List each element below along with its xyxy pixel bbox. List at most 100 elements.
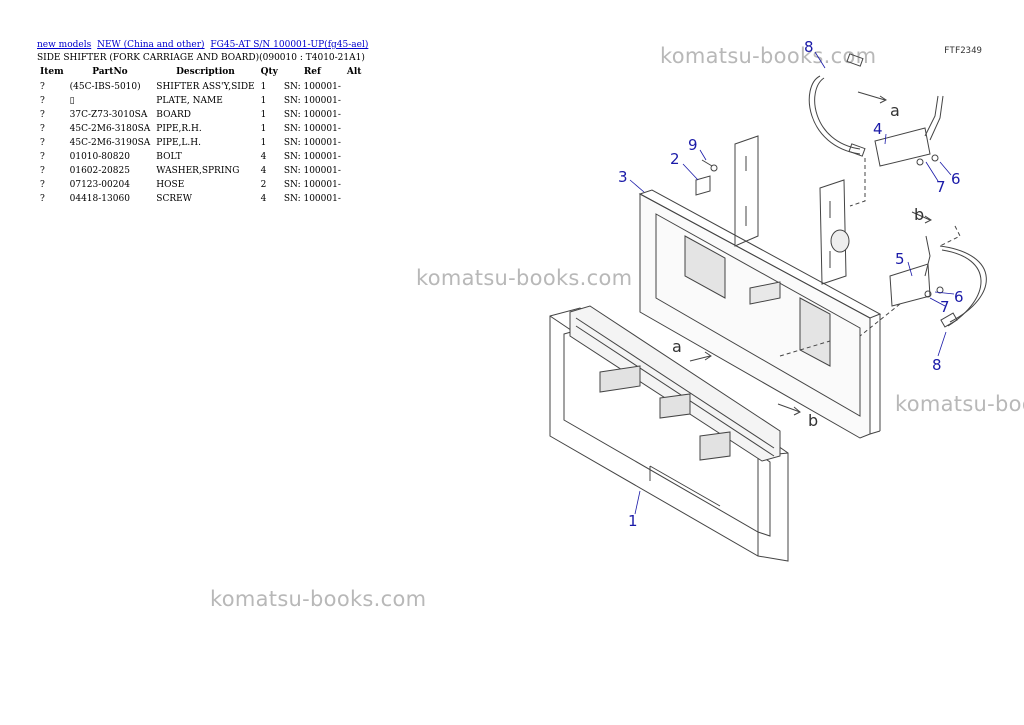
cell-partno: 45C-2M6-3190SA <box>69 138 151 148</box>
callout-9: 9 <box>688 136 698 154</box>
cell-qty: 1 <box>260 110 267 120</box>
cell-alt <box>344 108 365 122</box>
cell-qty: 1 <box>260 96 267 106</box>
cell-alt <box>344 136 365 150</box>
cell-description: SCREW <box>156 194 192 204</box>
cell-ref: SN: 100001- <box>283 96 341 106</box>
cell-item: ? <box>40 110 45 120</box>
cell-description: HOSE <box>156 180 185 190</box>
cell-partno: ▯ <box>69 96 75 106</box>
cell-qty: 4 <box>260 194 267 204</box>
callout-4: 4 <box>873 120 883 138</box>
cell-partno: 07123-00204 <box>69 180 130 190</box>
figure-code: FTF2349 <box>944 46 982 56</box>
lower-hose-assembly-drawing <box>889 235 987 328</box>
cell-description: WASHER,SPRING <box>156 166 240 176</box>
cell-alt <box>344 80 365 94</box>
cell-alt <box>344 150 365 164</box>
cell-ref: SN: 100001- <box>283 124 341 134</box>
column-header-partno: PartNo <box>92 67 128 77</box>
cell-item: ? <box>40 152 45 162</box>
watermark: komatsu-books.com <box>895 392 1024 416</box>
table-row: ? 01602-20825 WASHER,SPRING 4 SN: 100001- <box>37 164 364 178</box>
watermark: komatsu-books.com <box>660 44 877 68</box>
cell-qty: 1 <box>260 82 267 92</box>
cell-item: ? <box>40 180 45 190</box>
callout-8-top: 8 <box>804 38 814 56</box>
table-row: ? 37C-Z73-3010SA BOARD 1 SN: 100001- <box>37 108 364 122</box>
cell-alt <box>344 192 365 206</box>
direction-arrows <box>689 91 932 416</box>
cell-partno: 01010-80820 <box>69 152 130 162</box>
callout-7-bottom: 7 <box>940 298 950 316</box>
cell-item: ? <box>40 138 45 148</box>
breadcrumb-link-new-models[interactable]: new models <box>37 40 92 50</box>
connection-letter-b-bottom: b <box>808 411 818 430</box>
breadcrumb-link-model[interactable]: FG45-AT S/N 100001-UP(fg45-ael) <box>210 40 369 50</box>
cell-ref: SN: 100001- <box>283 82 341 92</box>
cell-qty: 2 <box>260 180 267 190</box>
cell-qty: 4 <box>260 166 267 176</box>
parts-table: Item PartNo Description Qty Ref Alt ? (45… <box>37 66 364 206</box>
table-row: ? ▯ PLATE, NAME 1 SN: 100001- <box>37 94 364 108</box>
connection-letter-a-top: a <box>890 101 900 120</box>
column-header-alt: Alt <box>346 67 362 77</box>
assembly-guide-lines <box>779 158 961 357</box>
callout-5: 5 <box>895 250 905 268</box>
cell-partno: 37C-Z73-3010SA <box>69 110 148 120</box>
callout-3: 3 <box>618 168 628 186</box>
cell-ref: SN: 100001- <box>283 194 341 204</box>
carriage-plates-drawing <box>734 135 850 285</box>
table-row: ? 01010-80820 BOLT 4 SN: 100001- <box>37 150 364 164</box>
upper-hose-assembly-drawing <box>808 53 944 167</box>
cell-ref: SN: 100001- <box>283 152 341 162</box>
cell-item: ? <box>40 166 45 176</box>
watermark: komatsu-books.com <box>416 266 633 290</box>
cell-ref: SN: 100001- <box>283 166 341 176</box>
column-header-item: Item <box>40 67 64 77</box>
cell-qty: 1 <box>260 124 267 134</box>
callout-1: 1 <box>628 512 638 530</box>
cell-alt <box>344 122 365 136</box>
cell-description: BOLT <box>156 152 182 162</box>
cell-partno: 04418-13060 <box>69 194 130 204</box>
callout-labels: 8 4 9 2 3 7 6 5 6 7 8 1 a b a b FTF2349 <box>618 38 982 530</box>
callout-6-top: 6 <box>951 170 961 188</box>
column-header-qty: Qty <box>260 67 278 77</box>
cell-item: ? <box>40 96 45 106</box>
cell-ref: SN: 100001- <box>283 110 341 120</box>
cell-qty: 4 <box>260 152 267 162</box>
breadcrumb: new models NEW (China and other) FG45-AT… <box>37 40 371 50</box>
cell-partno: 45C-2M6-3180SA <box>69 124 151 134</box>
cell-partno: 01602-20825 <box>69 166 130 176</box>
cell-alt <box>344 178 365 192</box>
small-parts-drawing <box>695 159 718 196</box>
cell-ref: SN: 100001- <box>283 180 341 190</box>
fork-carriage-drawing <box>549 305 789 562</box>
cell-partno: (45C-IBS-5010) <box>69 82 141 92</box>
cell-alt <box>344 94 365 108</box>
connection-letter-b-top: b <box>914 205 924 224</box>
exploded-parts-diagram: 8 4 9 2 3 7 6 5 6 7 8 1 a b a b FTF2349 <box>549 38 987 562</box>
callout-leaders <box>629 51 955 515</box>
cell-alt <box>344 164 365 178</box>
callout-6-bottom: 6 <box>954 288 964 306</box>
breadcrumb-link-region[interactable]: NEW (China and other) <box>97 40 205 50</box>
cell-description: PLATE, NAME <box>156 96 223 106</box>
callout-8-bottom: 8 <box>932 356 942 374</box>
board-drawing <box>638 189 882 439</box>
page-title: SIDE SHIFTER (FORK CARRIAGE AND BOARD)(0… <box>37 53 365 63</box>
cell-description: BOARD <box>156 110 191 120</box>
cell-description: SHIFTER ASS'Y,SIDE <box>156 82 255 92</box>
cell-item: ? <box>40 194 45 204</box>
watermark: komatsu-books.com <box>210 587 427 611</box>
table-row: ? 04418-13060 SCREW 4 SN: 100001- <box>37 192 364 206</box>
callout-7-top: 7 <box>936 178 946 196</box>
table-row: ? 07123-00204 HOSE 2 SN: 100001- <box>37 178 364 192</box>
cell-description: PIPE,R.H. <box>156 124 202 134</box>
table-header-row: Item PartNo Description Qty Ref Alt <box>37 66 364 80</box>
